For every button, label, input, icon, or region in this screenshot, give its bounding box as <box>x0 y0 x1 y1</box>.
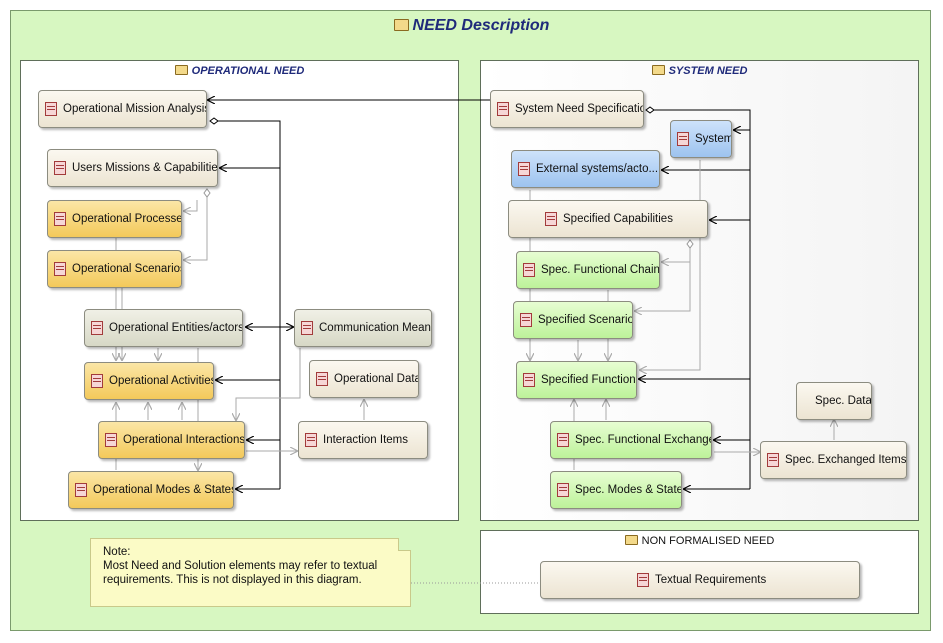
node-spec-functional-chains[interactable]: Spec. Functional Chains <box>516 251 660 289</box>
node-operational-modes-states[interactable]: Operational Modes & States <box>68 471 234 509</box>
node-operational-entities-actors[interactable]: Operational Entities/actors <box>84 309 243 347</box>
node-operational-processes[interactable]: Operational Processes <box>47 200 182 238</box>
class-icon <box>301 321 313 335</box>
node-label: Operational Activities <box>109 375 214 387</box>
node-label: System <box>695 133 732 145</box>
node-label: System Need Specification <box>515 103 644 115</box>
node-label: Operational Mission Analysis <box>63 103 207 115</box>
class-icon <box>497 102 509 116</box>
class-icon <box>557 433 569 447</box>
node-label: Specified Functions <box>541 374 637 386</box>
node-communication-means[interactable]: Communication Means <box>294 309 432 347</box>
class-icon <box>316 372 328 386</box>
non-formalised-need-label: NON FORMALISED NEED <box>641 535 775 547</box>
node-label: Textual Requirements <box>655 574 767 586</box>
class-icon <box>523 263 535 277</box>
note[interactable]: Note: Most Need and Solution elements ma… <box>90 538 411 607</box>
node-label: Spec. Exchanged Items <box>785 454 907 466</box>
class-icon <box>54 212 66 226</box>
class-icon <box>91 321 103 335</box>
node-label: Specified Capabilities <box>563 213 673 225</box>
node-label: Operational Scenarios <box>72 263 182 275</box>
non-formalised-need-title: NON FORMALISED NEED <box>481 535 918 547</box>
class-icon <box>557 483 569 497</box>
node-system[interactable]: System <box>670 120 732 158</box>
node-operational-mission-analysis[interactable]: Operational Mission Analysis <box>38 90 207 128</box>
node-users-missions-capabilities[interactable]: Users Missions & Capabilities <box>47 149 218 187</box>
node-label: External systems/acto... <box>536 163 659 175</box>
node-spec-exchanged-items[interactable]: Spec. Exchanged Items <box>760 441 907 479</box>
diagram-title: NEED Description <box>0 17 943 35</box>
folder-icon <box>624 535 638 545</box>
link-mission-bus <box>209 117 281 489</box>
node-label: Operational Entities/actors <box>109 322 243 334</box>
class-icon <box>523 373 535 387</box>
node-operational-activities[interactable]: Operational Activities <box>84 362 214 400</box>
folder-icon <box>393 19 409 31</box>
node-label: Interaction Items <box>323 434 409 446</box>
node-system-need-specification[interactable]: System Need Specification <box>490 90 644 128</box>
note-line-2: requirements. This is not displayed in t… <box>103 574 362 586</box>
node-label: Operational Modes & States <box>93 484 234 496</box>
class-icon <box>545 212 557 226</box>
node-specified-scenarios[interactable]: Specified Scenarios <box>513 301 633 339</box>
node-external-systems-actors[interactable]: External systems/acto... <box>511 150 660 188</box>
node-specified-capabilities[interactable]: Specified Capabilities <box>508 200 708 238</box>
class-icon <box>54 262 66 276</box>
node-spec-data[interactable]: Spec. Data <box>796 382 872 420</box>
class-icon <box>54 161 66 175</box>
diagram-title-text: NEED Description <box>412 17 550 34</box>
node-label: Operational Interactions <box>123 434 245 446</box>
node-label: Operational Data <box>334 373 419 385</box>
operational-need-label: OPERATIONAL NEED <box>191 65 305 77</box>
class-icon <box>91 374 103 388</box>
node-spec-modes-states[interactable]: Spec. Modes & States <box>550 471 682 509</box>
node-label: Spec. Functional Chains <box>541 264 660 276</box>
class-icon <box>305 433 317 447</box>
node-label: Specified Scenarios <box>538 314 633 326</box>
node-operational-scenarios[interactable]: Operational Scenarios <box>47 250 182 288</box>
folder-icon <box>651 65 665 75</box>
node-label: Spec. Functional Exchanges <box>575 434 712 446</box>
note-heading: Note: <box>103 546 131 558</box>
class-icon <box>518 162 530 176</box>
class-icon <box>520 313 532 327</box>
node-interaction-items[interactable]: Interaction Items <box>298 421 428 459</box>
link-system-bus <box>645 106 751 489</box>
class-icon <box>677 132 689 146</box>
note-line-1: Most Need and Solution elements may refe… <box>103 560 378 572</box>
node-specified-functions[interactable]: Specified Functions <box>516 361 637 399</box>
node-label: Spec. Modes & States <box>575 484 682 496</box>
node-label: Spec. Data <box>815 395 872 407</box>
class-icon <box>637 573 649 587</box>
node-operational-data[interactable]: Operational Data <box>309 360 419 398</box>
folder-icon <box>174 65 188 75</box>
class-icon <box>75 483 87 497</box>
class-icon <box>105 433 117 447</box>
class-icon <box>45 102 57 116</box>
system-need-label: SYSTEM NEED <box>668 65 748 77</box>
system-need-title: SYSTEM NEED <box>481 65 918 77</box>
node-textual-requirements[interactable]: Textual Requirements <box>540 561 860 599</box>
node-label: Communication Means <box>319 322 432 334</box>
operational-need-title: OPERATIONAL NEED <box>21 65 458 77</box>
node-operational-interactions[interactable]: Operational Interactions <box>98 421 245 459</box>
node-spec-functional-exchanges[interactable]: Spec. Functional Exchanges <box>550 421 712 459</box>
node-label: Users Missions & Capabilities <box>72 162 218 174</box>
class-icon <box>767 453 779 467</box>
node-label: Operational Processes <box>72 213 182 225</box>
